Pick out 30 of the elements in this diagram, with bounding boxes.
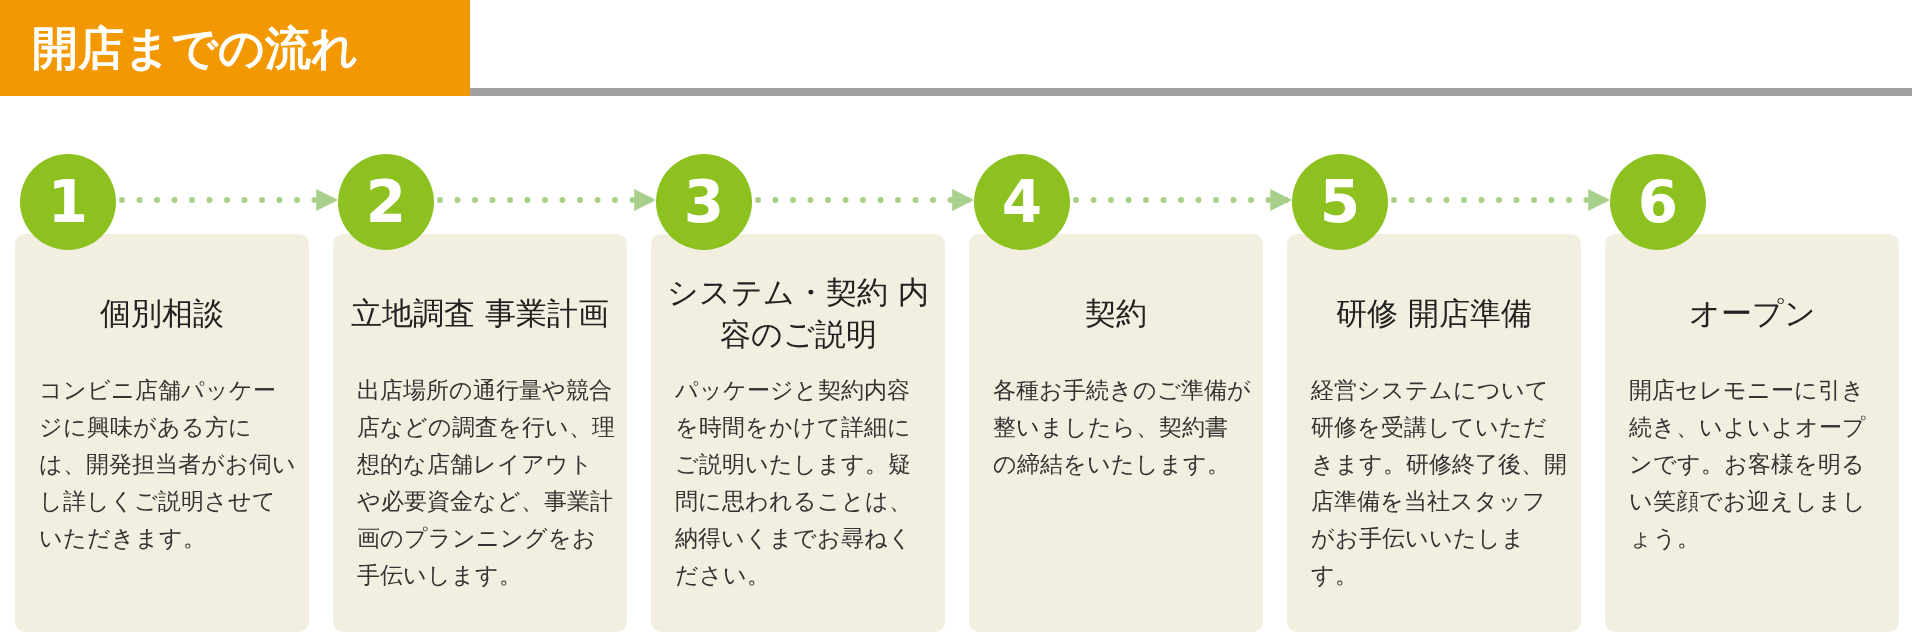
page-title: 開店までの流れ (0, 0, 470, 96)
step-heading: オープン (1688, 294, 1816, 333)
dotted-arrow (437, 189, 657, 211)
step-description: 各種お手続きのご準備が整いましたら、契約書の締結をいたします。 (993, 376, 1251, 479)
step-description: 開店セレモニーに引き続き、いよいよオープンです。お客様を明るい笑顔でお迎えしましょう。 (1629, 376, 1867, 553)
dotted-arrow (119, 189, 339, 211)
dotted-arrow (1391, 189, 1611, 211)
step-description: パッケージと契約内容を時間をかけて詳細にご説明いたします。疑問に思われることは、納得いくまでお尋ねください。 (675, 376, 913, 590)
step-heading: 契約 (1085, 294, 1147, 333)
step-card (969, 234, 1263, 632)
step-number-circle: 5 (1292, 154, 1388, 250)
step-number-circle: 3 (656, 154, 752, 250)
step-description: 経営システムについて研修を受講していただきます。研修終了後、開店準備を当社スタッフがお手伝いいたします。 (1311, 376, 1568, 590)
step-card (1287, 234, 1581, 632)
dotted-arrow (755, 189, 975, 211)
dotted-arrow (1073, 189, 1293, 211)
step-card (15, 234, 309, 632)
step-number-circle: 6 (1610, 154, 1706, 250)
step-heading: 個別相談 (100, 294, 224, 333)
step-heading: 研修 開店準備 (1336, 294, 1532, 333)
step-number-circle: 4 (974, 154, 1070, 250)
step-card (333, 234, 627, 632)
step-description: 出店場所の通行量や競合店などの調査を行い、理想的な店舗レイアウトや必要資金など、事業計画のプランニングをお手伝いします。 (357, 376, 615, 590)
step-number-circle: 2 (338, 154, 434, 250)
step-heading: 立地調査 事業計画 (351, 294, 609, 333)
step-card (1605, 234, 1899, 632)
step-description: コンビニ店舗パッケージに興味がある方には、開発担当者がお伺いし詳しくご説明させていただきます。 (39, 376, 297, 553)
step-card (651, 234, 945, 632)
step-number-circle: 1 (20, 154, 116, 250)
step-heading: システム・契約 内容のご説明 (666, 273, 930, 354)
